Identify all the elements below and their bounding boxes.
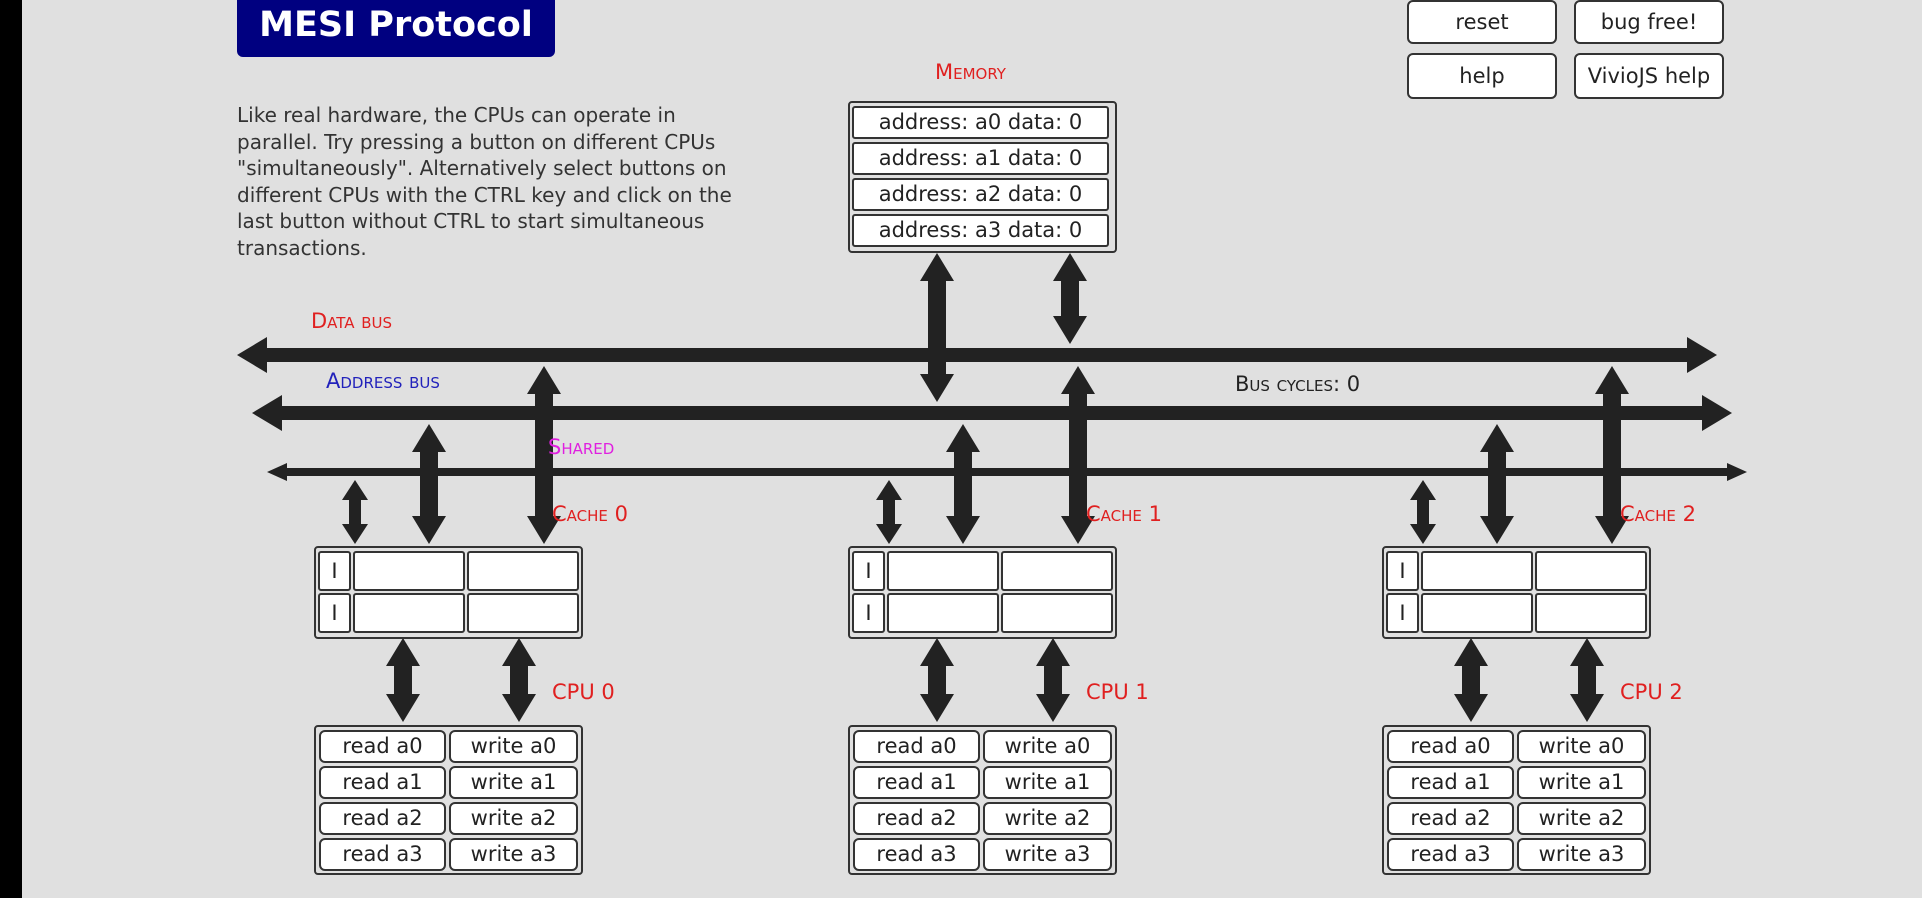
cpu-0: read a0 write a0 read a1 write a1 read a… [314, 725, 583, 875]
cache-0-address-connector [412, 424, 446, 544]
cpu-0-data-connector [502, 638, 536, 722]
cache-2-line-0-data [1535, 551, 1647, 591]
cpu-2-read-a3-button[interactable]: read a3 [1387, 838, 1514, 871]
memory-data-connector [1053, 253, 1087, 344]
cpu-1-read-a1-button[interactable]: read a1 [853, 766, 980, 799]
page-title: MESI Protocol [237, 0, 555, 57]
cache-0-label: Cache 0 [552, 502, 628, 526]
cache-2: I I [1382, 546, 1651, 639]
cache-1: I I [848, 546, 1117, 639]
cpu-2-write-a3-button[interactable]: write a3 [1517, 838, 1646, 871]
shared-bus-label: Shared [548, 435, 615, 459]
cache-2-line-1-data [1535, 593, 1647, 633]
cache-0-line-0-state: I [318, 551, 351, 591]
cache-1-line-0-data [1001, 551, 1113, 591]
cache-0-line-1-state: I [318, 593, 351, 633]
memory-row-a3: address: a3 data: 0 [852, 214, 1109, 247]
cache-1-shared-connector [876, 480, 902, 544]
cpu-0-write-a1-button[interactable]: write a1 [449, 766, 578, 799]
cache-0-line-1-data [467, 593, 579, 633]
bug-free-button[interactable]: bug free! [1574, 0, 1724, 44]
cache-0: I I [314, 546, 583, 639]
cpu-0-write-a3-button[interactable]: write a3 [449, 838, 578, 871]
cpu-1-read-a0-button[interactable]: read a0 [853, 730, 980, 763]
cache-0-shared-connector [342, 480, 368, 544]
cpu-2: read a0 write a0 read a1 write a1 read a… [1382, 725, 1651, 875]
cache-1-line-1-data [1001, 593, 1113, 633]
cache-2-line-0-state: I [1386, 551, 1419, 591]
shared-bus-arrow [267, 463, 1747, 481]
cpu-0-address-connector [386, 638, 420, 722]
cache-2-line-0-address [1421, 551, 1533, 591]
cache-1-line-1-address [887, 593, 999, 633]
help-button[interactable]: help [1407, 53, 1557, 99]
cache-0-line-0-address [353, 551, 465, 591]
memory-row-a1: address: a1 data: 0 [852, 142, 1109, 175]
memory-label: Memory [935, 60, 1006, 84]
cache-0-line-0-data [467, 551, 579, 591]
cache-2-address-connector [1480, 424, 1514, 544]
description-text: Like real hardware, the CPUs can operate… [237, 103, 732, 260]
memory-row-a2: address: a2 data: 0 [852, 178, 1109, 211]
cpu-0-read-a1-button[interactable]: read a1 [319, 766, 446, 799]
cpu-0-read-a3-button[interactable]: read a3 [319, 838, 446, 871]
cache-1-label: Cache 1 [1086, 502, 1162, 526]
memory-box: address: a0 data: 0 address: a1 data: 0 … [848, 101, 1117, 253]
cpu-2-read-a1-button[interactable]: read a1 [1387, 766, 1514, 799]
cpu-2-read-a2-button[interactable]: read a2 [1387, 802, 1514, 835]
cpu-2-write-a1-button[interactable]: write a1 [1517, 766, 1646, 799]
cache-1-line-0-address [887, 551, 999, 591]
cache-1-data-connector [1061, 366, 1095, 544]
cpu-1-write-a2-button[interactable]: write a2 [983, 802, 1112, 835]
cache-2-line-1-address [1421, 593, 1533, 633]
cpu-0-write-a2-button[interactable]: write a2 [449, 802, 578, 835]
cpu-1-address-connector [920, 638, 954, 722]
bus-cycles-counter: Bus cycles: 0 [1235, 372, 1361, 396]
cpu-0-read-a0-button[interactable]: read a0 [319, 730, 446, 763]
cpu-1-write-a1-button[interactable]: write a1 [983, 766, 1112, 799]
cache-0-data-connector [527, 366, 561, 544]
viviojs-help-button[interactable]: VivioJS help [1574, 53, 1724, 99]
data-bus-label: Data bus [311, 309, 392, 333]
cpu-1-read-a2-button[interactable]: read a2 [853, 802, 980, 835]
cache-2-line-1-state: I [1386, 593, 1419, 633]
address-bus-arrow [252, 395, 1732, 431]
memory-address-connector [920, 253, 954, 402]
cpu-1-write-a3-button[interactable]: write a3 [983, 838, 1112, 871]
cache-1-address-connector [946, 424, 980, 544]
cpu-1-write-a0-button[interactable]: write a0 [983, 730, 1112, 763]
cpu-2-write-a2-button[interactable]: write a2 [1517, 802, 1646, 835]
cpu-2-address-connector [1454, 638, 1488, 722]
cpu-0-write-a0-button[interactable]: write a0 [449, 730, 578, 763]
cache-1-line-0-state: I [852, 551, 885, 591]
cpu-1-data-connector [1036, 638, 1070, 722]
cpu-1-label: CPU 1 [1086, 680, 1149, 704]
cpu-2-write-a0-button[interactable]: write a0 [1517, 730, 1646, 763]
cache-0-line-1-address [353, 593, 465, 633]
cache-2-data-connector [1595, 366, 1629, 544]
cpu-1-read-a3-button[interactable]: read a3 [853, 838, 980, 871]
memory-row-a0: address: a0 data: 0 [852, 106, 1109, 139]
data-bus-arrow [237, 337, 1717, 373]
cpu-2-data-connector [1570, 638, 1604, 722]
cpu-1: read a0 write a0 read a1 write a1 read a… [848, 725, 1117, 875]
cpu-2-label: CPU 2 [1620, 680, 1683, 704]
cache-2-shared-connector [1410, 480, 1436, 544]
cache-1-line-1-state: I [852, 593, 885, 633]
cache-2-label: Cache 2 [1620, 502, 1696, 526]
simulation-canvas: MESI Protocol Like real hardware, the CP… [22, 0, 1922, 898]
cpu-0-label: CPU 0 [552, 680, 615, 704]
cpu-2-read-a0-button[interactable]: read a0 [1387, 730, 1514, 763]
bus-diagram [237, 253, 1747, 722]
cpu-0-read-a2-button[interactable]: read a2 [319, 802, 446, 835]
address-bus-label: Address bus [326, 369, 440, 393]
reset-button[interactable]: reset [1407, 0, 1557, 44]
